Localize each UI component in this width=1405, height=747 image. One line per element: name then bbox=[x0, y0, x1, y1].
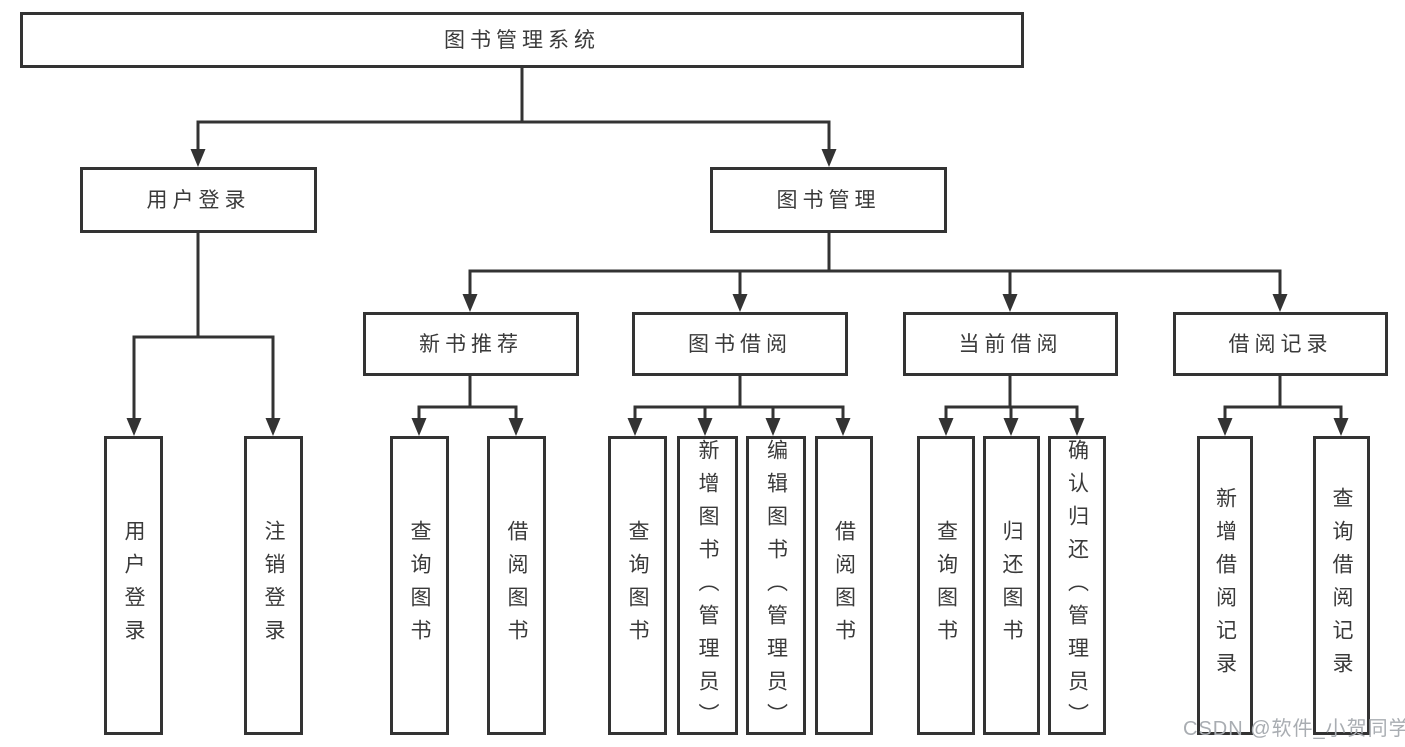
leaf-return-books: 归还图书 bbox=[983, 436, 1040, 735]
node-new-book-recommendation: 新书推荐 bbox=[363, 312, 579, 376]
watermark: CSDN @软件_小贺同学 bbox=[1183, 718, 1405, 740]
leaf-confirm-return-admin: 确认归还（管理员） bbox=[1048, 436, 1106, 736]
leaf-borrow-books: 借阅图书 bbox=[815, 436, 873, 735]
node-user-login: 用户登录 bbox=[80, 167, 317, 233]
node-book-borrowing: 图书借阅 bbox=[632, 312, 848, 376]
leaf-edit-books-admin: 编辑图书（管理员） bbox=[746, 436, 806, 736]
node-borrowing-records: 借阅记录 bbox=[1173, 312, 1388, 376]
leaf-borrow-books-recommend: 借阅图书 bbox=[487, 436, 546, 735]
leaf-query-books-borrow: 查询图书 bbox=[608, 436, 667, 735]
leaf-query-books-current: 查询图书 bbox=[917, 436, 975, 735]
leaf-query-books-recommend: 查询图书 bbox=[390, 436, 449, 735]
node-book-management: 图书管理 bbox=[710, 167, 947, 233]
node-library-management-system: 图书管理系统 bbox=[20, 12, 1024, 68]
leaf-logout: 注销登录 bbox=[244, 436, 303, 735]
leaf-add-books-admin: 新增图书（管理员） bbox=[677, 436, 738, 736]
node-current-borrowing: 当前借阅 bbox=[903, 312, 1118, 376]
leaf-user-login: 用户登录 bbox=[104, 436, 163, 735]
leaf-add-borrow-record: 新增借阅记录 bbox=[1197, 436, 1253, 735]
leaf-query-borrow-record: 查询借阅记录 bbox=[1313, 436, 1370, 735]
